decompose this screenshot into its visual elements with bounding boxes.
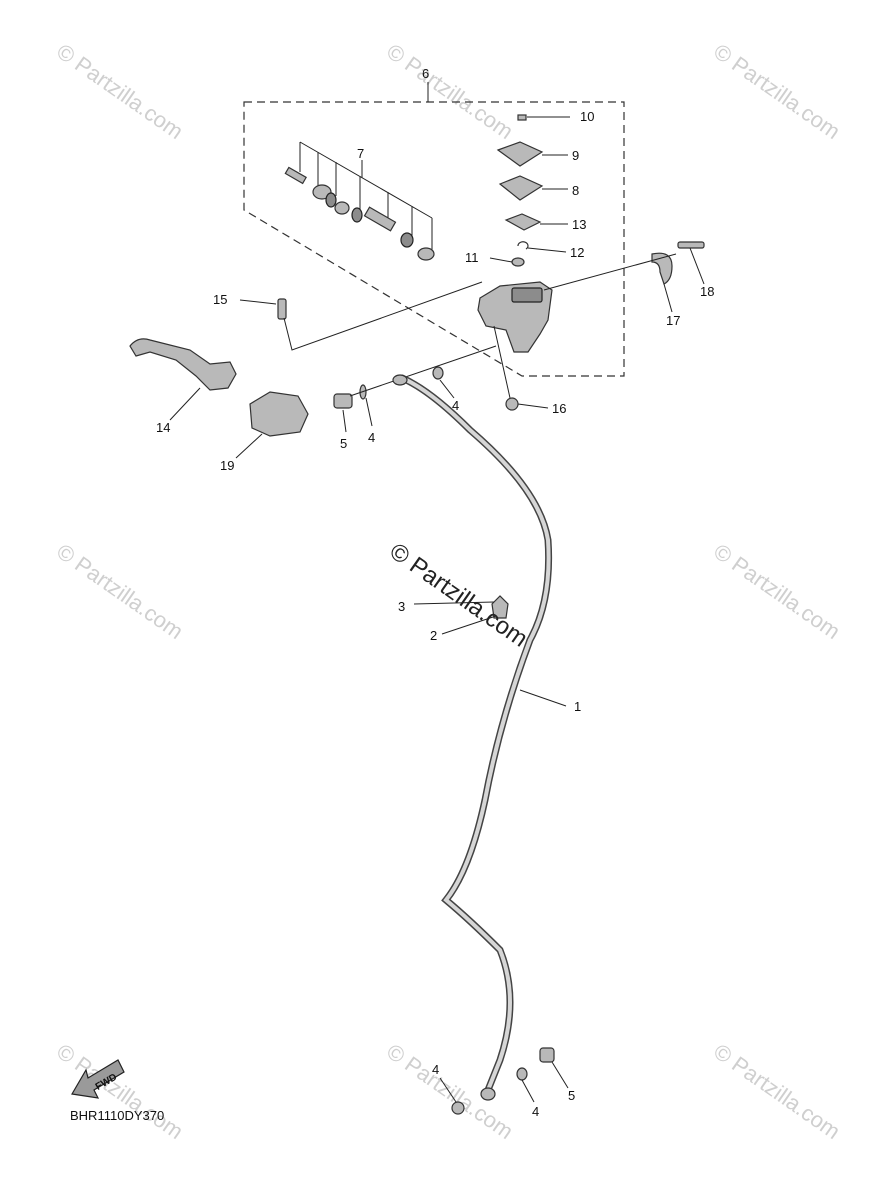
bolt-18 (677, 241, 705, 249)
callout-9: 9 (572, 148, 579, 163)
callout-4-bottom-left: 4 (432, 1062, 439, 1077)
callout-19: 19 (220, 458, 234, 473)
callout-4-top-right: 4 (452, 398, 459, 413)
callout-14: 14 (156, 420, 170, 435)
callout-3: 3 (398, 599, 405, 614)
callout-17: 17 (666, 313, 680, 328)
watermark-mid-right: © Partzilla.com (709, 539, 845, 645)
callout-15: 15 (213, 292, 227, 307)
watermark-top-right: © Partzilla.com (709, 39, 845, 145)
callout-4-bottom-right: 4 (532, 1104, 539, 1119)
hose-1 (392, 374, 567, 1101)
callout-5-bottom: 5 (568, 1088, 575, 1103)
callout-5-top: 5 (340, 436, 347, 451)
piston-kit-7 (284, 141, 435, 261)
clamp-17 (651, 252, 673, 285)
callout-12: 12 (570, 245, 584, 260)
callout-16: 16 (552, 401, 566, 416)
callout-10: 10 (580, 109, 594, 124)
callout-18: 18 (700, 284, 714, 299)
callout-7: 7 (357, 146, 364, 161)
watermark-top-left: © Partzilla.com (52, 39, 188, 145)
watermark-bottom-center: © Partzilla.com (382, 1039, 518, 1145)
reservoir-parts (489, 114, 570, 267)
callout-6: 6 (422, 66, 429, 81)
callout-8: 8 (572, 183, 579, 198)
master-cylinder-body (477, 281, 553, 353)
watermark-mid-left: © Partzilla.com (52, 539, 188, 645)
assembly-6-outline (243, 101, 625, 377)
lever-14 (129, 338, 237, 421)
callout-1: 1 (574, 699, 581, 714)
watermark-bottom-left: © Partzilla.com (52, 1039, 188, 1145)
diagram-code: BHR1110DY370 (70, 1108, 164, 1123)
callout-4-top-left: 4 (368, 430, 375, 445)
callout-2: 2 (430, 628, 437, 643)
housing-19 (235, 391, 309, 459)
watermark-top-center: © Partzilla.com (382, 39, 518, 145)
callout-11: 11 (465, 250, 479, 265)
center-watermark: © Partzilla.com (385, 538, 533, 653)
callouts: 6 7 10 9 8 13 12 11 15 18 17 16 4 4 5 14… (156, 66, 714, 1119)
watermark-bottom-right: © Partzilla.com (709, 1039, 845, 1145)
callout-13: 13 (572, 217, 586, 232)
